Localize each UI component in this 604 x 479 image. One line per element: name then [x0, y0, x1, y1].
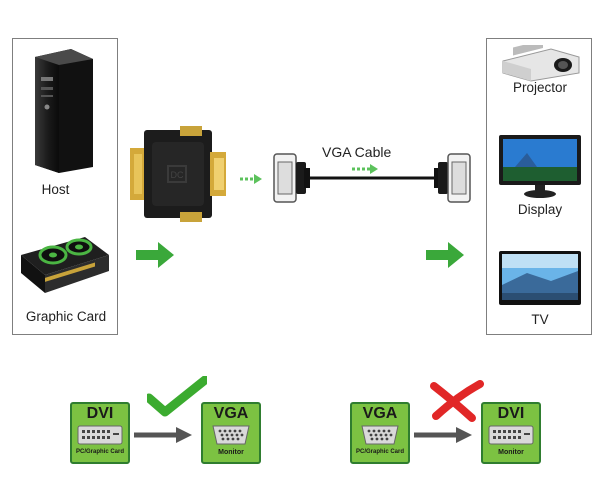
compat-pc-sub: PC/Graphic Card [355, 449, 404, 455]
host-label: Host [41, 182, 70, 197]
projector-label: Projector [512, 80, 568, 95]
compat-monitor-sub: Monitor [498, 449, 524, 456]
adapter-arrow-icon [240, 174, 262, 184]
compat-dvi-title: DVI [497, 405, 525, 422]
compat-vga-title: VGA [362, 405, 398, 422]
vga-cable-icon [264, 148, 480, 208]
compat-dvi-title: DVI [86, 405, 114, 422]
compat-vga-title: VGA [213, 405, 249, 422]
compat-arrow-icon [414, 426, 474, 444]
compat-monitor-sub: Monitor [218, 449, 244, 456]
source-panel: Host Graphic Card [12, 38, 118, 335]
cross-mark-icon [428, 380, 484, 422]
compat-dvi-sub: PC/Graphic Card [75, 449, 124, 455]
svg-text:DC: DC [171, 170, 184, 180]
graphic-card-label: Graphic Card [25, 309, 107, 324]
tv-icon [497, 249, 583, 307]
display-icon [497, 133, 583, 199]
projector-icon [499, 45, 581, 83]
graphic-card-icon [15, 235, 113, 299]
dvi-vga-adapter-icon: DC [128, 124, 248, 224]
tv-label: TV [531, 312, 549, 327]
source-arrow-icon [136, 242, 176, 268]
host-pc-icon [31, 47, 95, 175]
display-label: Display [517, 202, 563, 217]
target-arrow-icon [426, 242, 466, 268]
compat-card-vga-source: VGA PC/Graphic Card [350, 402, 410, 464]
compat-card-vga-target: VGA Monitor [201, 402, 261, 464]
cable-arrow-icon [352, 164, 378, 174]
compat-arrow-icon [134, 426, 194, 444]
check-mark-icon [147, 376, 207, 420]
target-panel: Projector Display TV [486, 38, 592, 335]
cable-label: VGA Cable [322, 144, 392, 160]
compat-card-dvi-source: DVI PC/Graphic Card [70, 402, 130, 464]
compat-card-dvi-target: DVI Monitor [481, 402, 541, 464]
